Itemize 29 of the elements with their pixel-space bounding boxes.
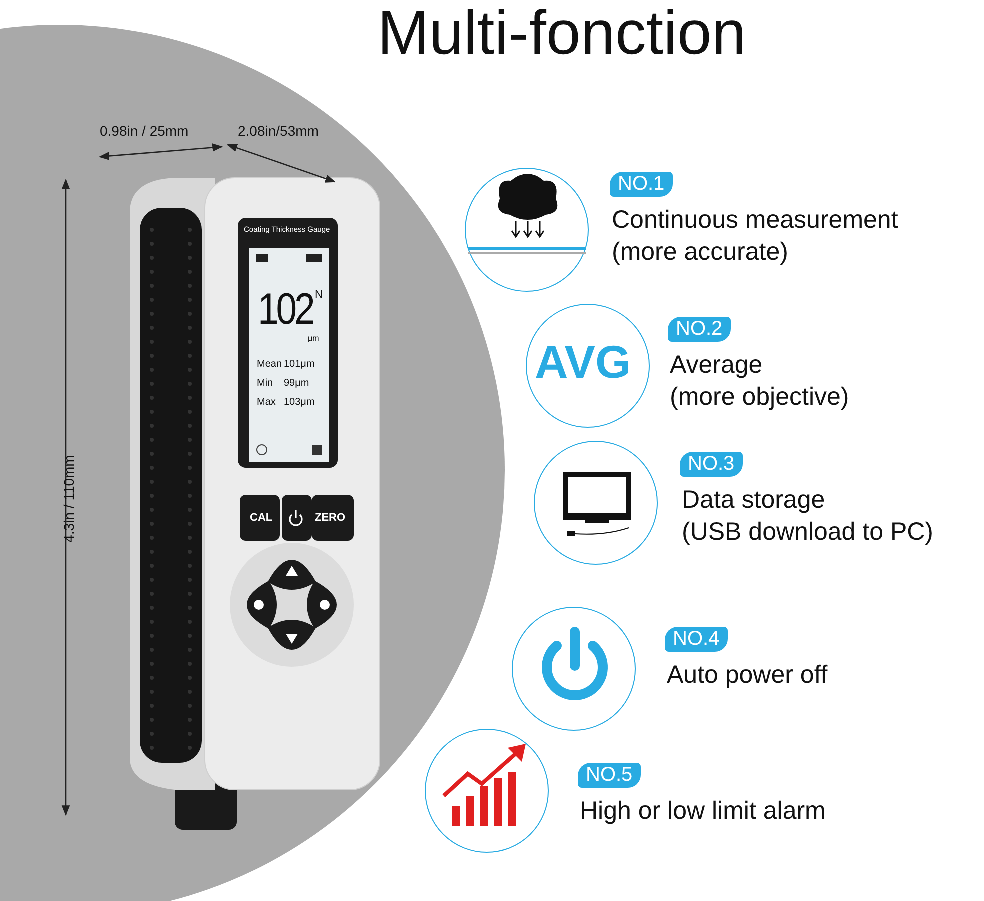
title: Multi-fonction [376, 0, 748, 69]
screen-label: Mean [257, 360, 282, 370]
feature-description: (USB download to PC) [682, 517, 934, 548]
feature-description: Auto power off [667, 660, 828, 691]
feature-description: (more objective) [670, 382, 850, 413]
screen-label: 101μm [284, 360, 315, 370]
reading-value: 102 [258, 288, 313, 332]
number-badge: NO.3 [680, 452, 743, 477]
screen-label: Max [257, 398, 276, 408]
feature-description: High or low limit alarm [580, 796, 826, 827]
key-label: ZERO [315, 513, 346, 524]
key-label: CAL [250, 513, 273, 524]
number-badge: NO.1 [610, 172, 673, 197]
number-badge: NO.2 [668, 317, 731, 342]
unit-label: μm [308, 335, 320, 343]
dimension-label: 2.08in/53mm [238, 124, 319, 138]
screen-label: 99μm [284, 379, 310, 389]
feature-description: Data storage [682, 485, 826, 516]
feature-description: Continuous measurement [612, 205, 898, 236]
dimension-label: 0.98in / 25mm [100, 124, 189, 138]
number-badge: NO.4 [665, 627, 728, 652]
feature-heading: AVG [535, 339, 632, 385]
feature-description: Average [670, 350, 763, 381]
number-badge: NO.5 [578, 763, 641, 788]
dimension-label: 4.3in / 110mm [62, 455, 76, 543]
unit-label: N [315, 290, 323, 301]
feature-description: (more accurate) [612, 237, 788, 268]
screen-label: 103μm [284, 398, 315, 408]
screen-label: Min [257, 379, 274, 389]
